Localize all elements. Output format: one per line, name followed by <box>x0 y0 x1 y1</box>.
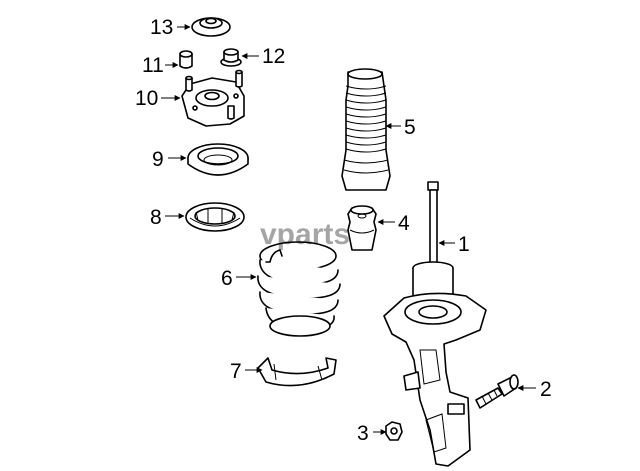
callout-1: 1 <box>458 233 470 256</box>
spring-insulator-icon[interactable] <box>185 202 245 232</box>
bump-stop-icon[interactable] <box>347 205 377 251</box>
lower-spring-seat-icon[interactable] <box>257 357 337 387</box>
callout-11: 11 <box>142 54 164 77</box>
nut-icon[interactable] <box>385 421 403 441</box>
dust-boot-icon[interactable] <box>341 68 391 191</box>
strut-assembly-icon[interactable] <box>383 181 487 467</box>
callout-10: 10 <box>135 87 158 110</box>
callout-7: 7 <box>230 360 242 383</box>
callout-5: 5 <box>404 116 416 139</box>
callout-13: 13 <box>150 16 173 39</box>
callout-2: 2 <box>540 378 552 401</box>
callout-3: 3 <box>357 422 369 445</box>
callout-8: 8 <box>150 206 162 229</box>
strut-mount-icon[interactable] <box>181 69 245 127</box>
leader-arrows <box>161 24 536 435</box>
coil-spring-icon[interactable] <box>257 241 341 337</box>
callout-4: 4 <box>398 212 410 235</box>
bolt-icon[interactable] <box>475 374 519 409</box>
callout-12: 12 <box>262 45 285 68</box>
bearing-icon[interactable] <box>187 143 249 176</box>
watermark-logo: vparts <box>260 218 350 251</box>
nut-icon[interactable] <box>179 50 193 69</box>
nut-icon[interactable] <box>220 48 242 67</box>
callout-6: 6 <box>221 267 233 290</box>
cap-icon[interactable] <box>191 17 231 37</box>
callout-9: 9 <box>152 148 164 171</box>
